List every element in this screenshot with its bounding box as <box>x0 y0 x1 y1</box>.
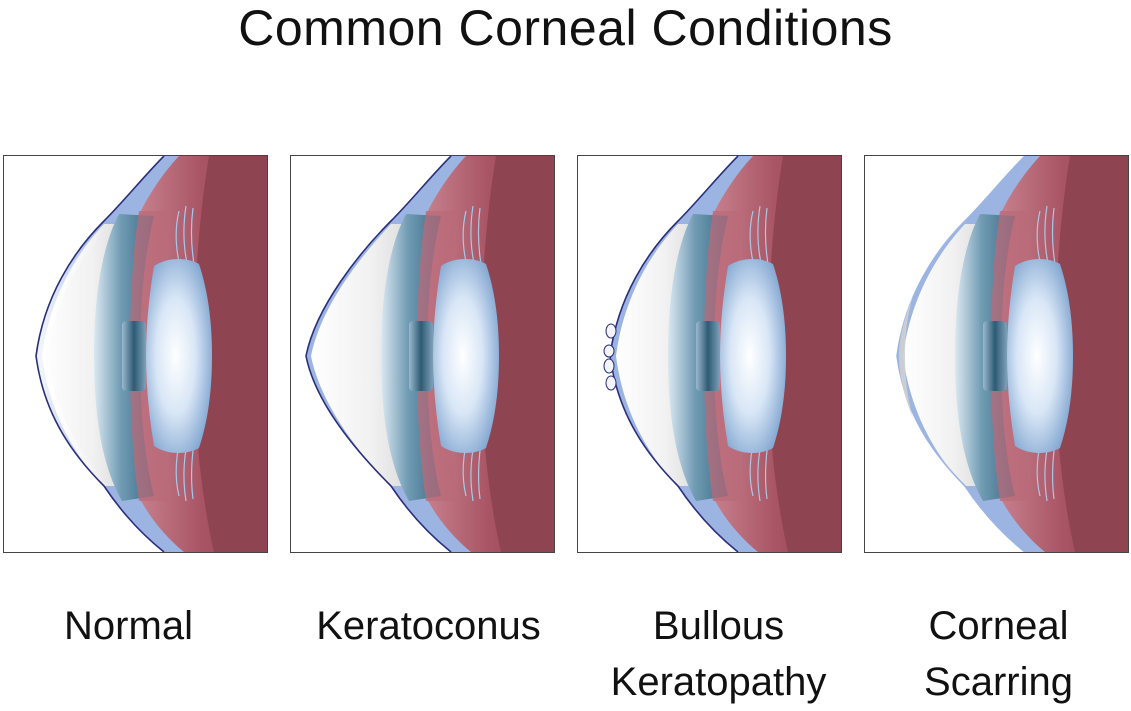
eye-cross-section-icon <box>35 156 267 552</box>
eye-cross-section-icon <box>896 156 1128 552</box>
eye-cross-section-icon <box>305 156 554 552</box>
label-keratoconus: Keratoconus <box>316 604 541 648</box>
label-normal: Normal <box>64 604 193 648</box>
page-title: Common Corneal Conditions <box>238 0 893 56</box>
panel-normal <box>3 155 268 553</box>
panel-corneal-scarring <box>864 155 1129 553</box>
panel-bullous-keratopathy <box>577 155 842 553</box>
label-corneal-scarring: Corneal Scarring <box>924 604 1073 704</box>
eye-cross-section-icon <box>603 156 841 552</box>
panel-keratoconus <box>290 155 555 553</box>
label-bullous-keratopathy: Bullous Keratopathy <box>610 604 827 704</box>
